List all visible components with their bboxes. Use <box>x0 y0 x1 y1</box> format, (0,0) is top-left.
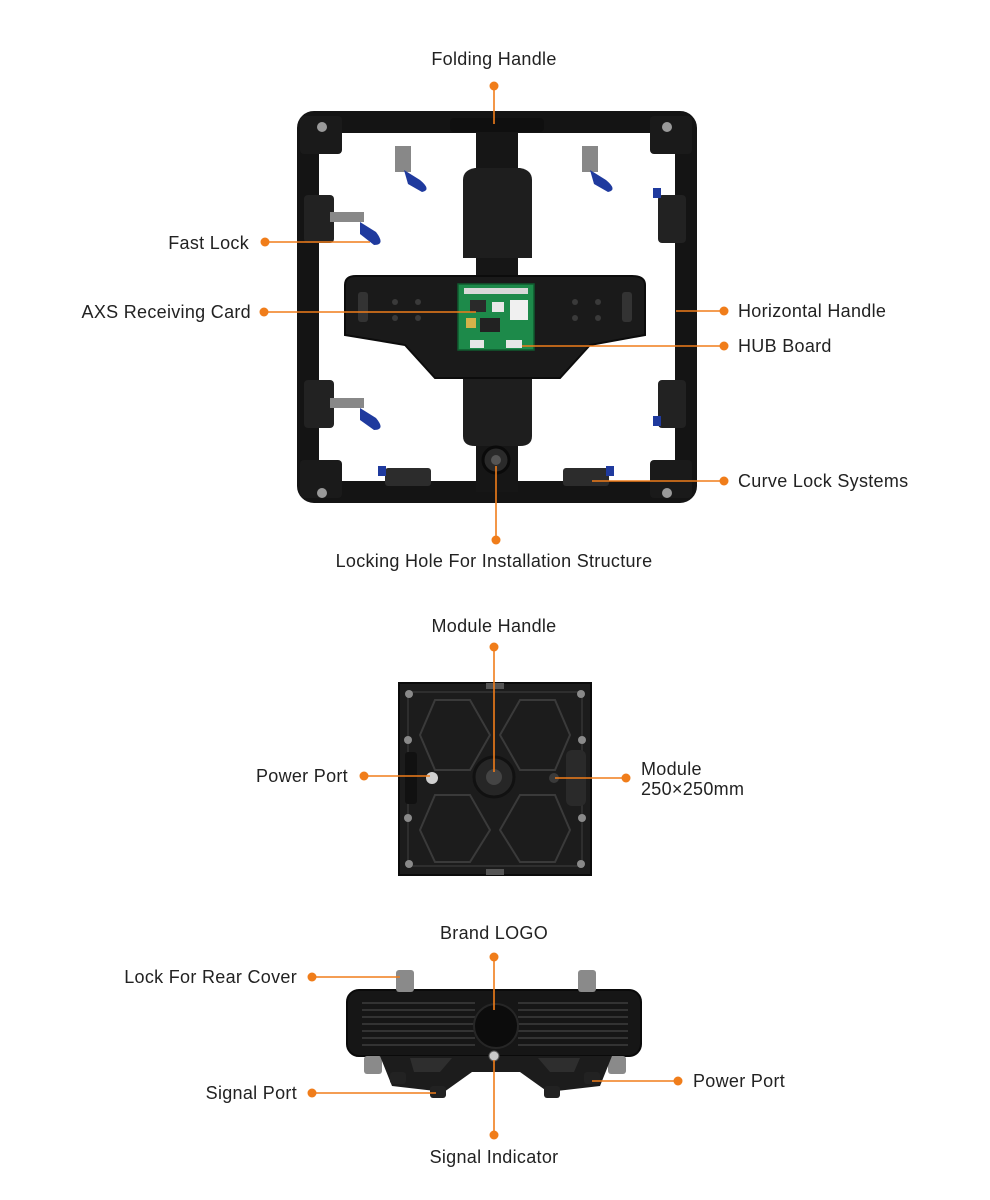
label-axs-receiving-card: AXS Receiving Card <box>81 302 251 322</box>
control-box <box>346 970 642 1098</box>
label-module-size: Module 250×250mm <box>641 759 744 799</box>
receiving-card-pcb <box>457 283 535 351</box>
fast-lock-latches <box>330 146 661 476</box>
callout-lines <box>259 81 729 1140</box>
label-module-handle: Module Handle <box>431 616 557 636</box>
label-fast-lock: Fast Lock <box>168 233 249 253</box>
label-signal-indicator: Signal Indicator <box>429 1147 559 1167</box>
label-horizontal-handle: Horizontal Handle <box>738 301 887 321</box>
label-curve-lock-systems: Curve Lock Systems <box>738 471 909 491</box>
label-locking-hole: Locking Hole For Installation Structure <box>335 551 653 571</box>
label-folding-handle: Folding Handle <box>431 49 557 69</box>
label-module-power-port: Power Port <box>255 766 348 786</box>
label-lock-rear-cover: Lock For Rear Cover <box>124 967 297 987</box>
label-module-line2: 250×250mm <box>641 779 745 799</box>
module-panel <box>398 682 592 876</box>
label-signal-port: Signal Port <box>205 1083 297 1103</box>
label-hub-board: HUB Board <box>738 336 832 356</box>
label-module-line1: Module <box>641 759 702 779</box>
label-brand-logo: Brand LOGO <box>439 923 549 943</box>
label-box-power-port: Power Port <box>693 1071 786 1091</box>
